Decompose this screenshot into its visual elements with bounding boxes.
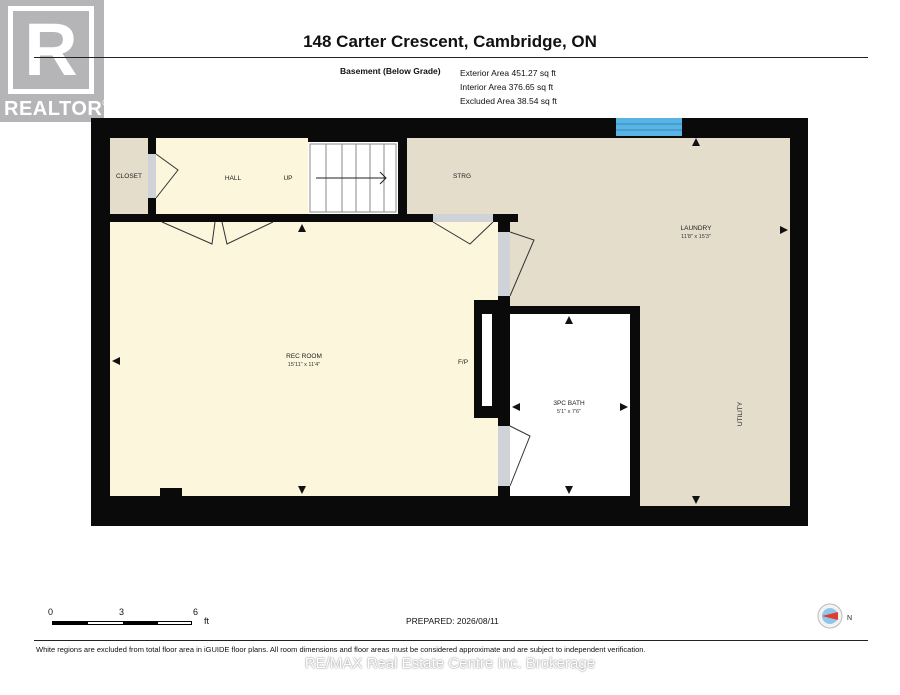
- hall-floor: [156, 138, 308, 214]
- scale-label-0: 0: [48, 607, 54, 617]
- hall-label: HALL: [225, 175, 242, 182]
- scale-bar: 0 3 6 ft: [48, 607, 228, 631]
- strg-label: STRG: [453, 173, 471, 180]
- level-label: Basement (Below Grade): [340, 66, 441, 76]
- scale-label-3: 3: [119, 607, 125, 617]
- door-swings: [155, 153, 535, 487]
- closet-wall-bottom: [148, 198, 156, 214]
- bath-label: 3PC BATH: [553, 400, 585, 407]
- rec-top-wall-left: [110, 214, 162, 222]
- rec-room-dimensions: 15'11" x 11'4": [288, 362, 320, 368]
- realtor-word: REALTOR: [4, 98, 103, 120]
- prepared-date: PREPARED: 2026/08/11: [406, 616, 499, 626]
- door-openings: [148, 154, 510, 486]
- closet-label: CLOSET: [116, 173, 142, 180]
- window: [616, 118, 682, 136]
- bath-floor: [510, 314, 630, 496]
- scale-bar-graphic: [52, 621, 192, 625]
- bath-right-wall: [630, 306, 640, 506]
- excluded-area: Excluded Area 38.54 sq ft: [460, 96, 557, 106]
- rec-room-label: REC ROOM: [286, 353, 322, 360]
- footer-rule: [34, 640, 868, 641]
- rec-top-wall-mid: [273, 214, 433, 222]
- prepared-text: PREPARED: 2026/08/11: [406, 616, 499, 626]
- laundry-dimensions: 11'8" x 15'3": [681, 234, 711, 240]
- up-label: UP: [283, 175, 292, 182]
- page-title: 148 Carter Crescent, Cambridge, ON: [303, 32, 597, 51]
- header-rule: [34, 57, 868, 58]
- compass-icon: N: [817, 603, 852, 629]
- rec-floor-notch: [160, 488, 182, 496]
- exterior-area: Exterior Area 451.27 sq ft: [460, 68, 556, 78]
- disclaimer-text: White regions are excluded from total fl…: [36, 645, 646, 654]
- scale-segment-1: [53, 622, 88, 624]
- realtor-logo-word: REALTOR®: [4, 98, 110, 121]
- rec-right-wall-top: [498, 222, 510, 232]
- stair-arrow-icon: [316, 171, 387, 185]
- laundry-strip: [510, 214, 518, 306]
- rec-top-wall-right: [493, 214, 518, 222]
- brokerage-watermark: RE/MAX Real Estate Centre Inc. Brokerage: [304, 655, 596, 672]
- registered-mark: ®: [102, 98, 111, 109]
- utility-floor: [640, 306, 790, 506]
- scale-unit: ft: [204, 616, 210, 626]
- interior-area: Interior Area 376.65 sq ft: [460, 82, 554, 92]
- measure-arrows: [112, 138, 788, 504]
- bath-dimensions: 5'1" x 7'6": [557, 409, 581, 415]
- fireplace-label: F/P: [458, 359, 468, 366]
- bath-top-wall: [498, 306, 640, 314]
- compass-north-label: N: [847, 615, 852, 622]
- closet-wall-top: [148, 138, 156, 154]
- rec-right-wall: [498, 296, 510, 426]
- stair-wall: [398, 138, 407, 214]
- utility-label: UTILITY: [737, 401, 744, 426]
- closet-floor: [110, 138, 148, 214]
- storage-floor: [407, 138, 790, 214]
- scale-segment-2: [123, 622, 158, 624]
- laundry-floor: [518, 214, 790, 306]
- fireplace-inner: [482, 314, 492, 406]
- area-summary: Exterior Area 451.27 sq ft Interior Area…: [460, 66, 557, 108]
- bath-bottom-wall: [110, 496, 640, 506]
- rec-room-floor: [110, 222, 498, 496]
- realtor-logo-letter: R: [8, 6, 94, 94]
- scale-label-6: 6: [193, 607, 199, 617]
- laundry-label: LAUNDRY: [681, 225, 713, 232]
- realtor-logo: R REALTOR®: [0, 0, 110, 122]
